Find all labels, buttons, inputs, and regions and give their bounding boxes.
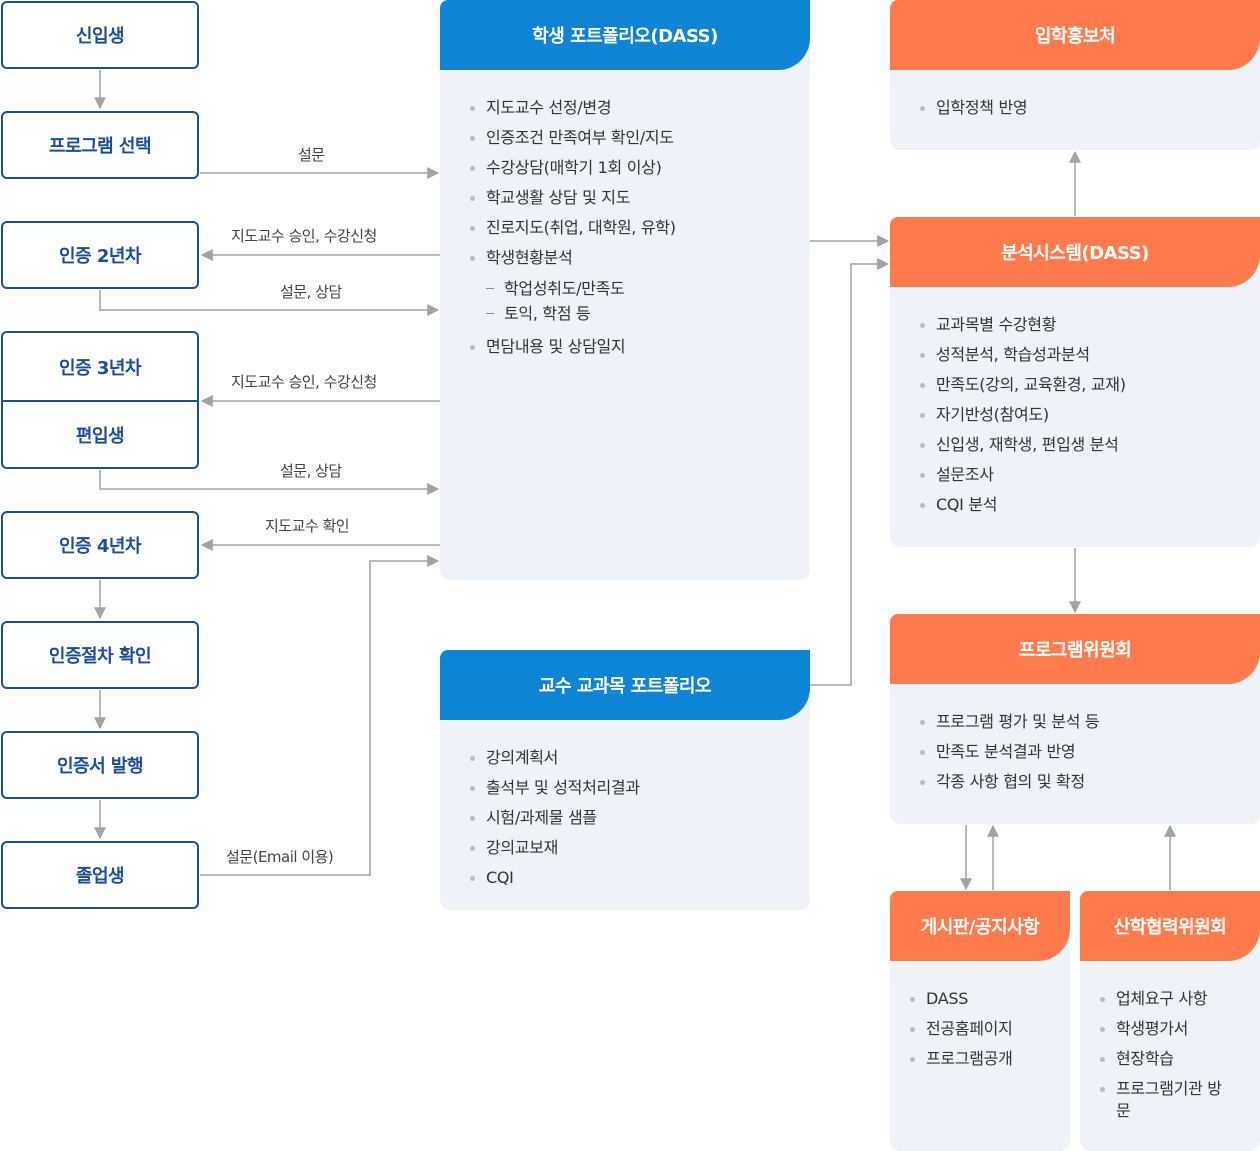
edge-label-approve-1: 지도교수 승인, 수강신청 [231,227,377,245]
committee-title: 프로그램위원회 [890,614,1260,684]
analysis-panel: 분석시스템(DASS) 교과목별 수강현황 성적분석, 학습성과분석 만족도(강… [890,217,1260,547]
procedure-check-label: 인증절차 확인 [48,646,152,667]
list-item: 시험/과제물 샘플 [470,803,796,833]
edge-label-survey-counsel-2: 설문, 상담 [280,462,342,480]
student-portfolio-panel: 학생 포트폴리오(DASS) 지도교수 선정/변경 인증조건 만족여부 확인/지… [440,0,810,580]
list-item: 만족도(강의, 교육환경, 교재) [920,370,1246,400]
cert-issue-box: 인증서 발행 [1,731,199,799]
list-item: 프로그램기관 방문 [1100,1074,1230,1126]
analysis-title: 분석시스템(DASS) [890,217,1260,287]
list-item: 성적분석, 학습성과분석 [920,340,1246,370]
list-item: 전공홈페이지 [910,1014,1056,1044]
list-item: 학생평가서 [1100,1014,1230,1044]
program-select-box: 프로그램 선택 [1,111,199,179]
list-item: 신입생, 재학생, 편입생 분석 [920,430,1246,460]
list-item: 설문조사 [920,460,1246,490]
list-item: 강의계획서 [470,743,796,773]
graduate-label: 졸업생 [75,866,125,887]
year3-label: 인증 3년차 [58,357,142,379]
list-item: 출석부 및 성적처리결과 [470,773,796,803]
admissions-panel: 입학홍보처 입학정책 반영 [890,0,1260,150]
student-portfolio-list: 지도교수 선정/변경 인증조건 만족여부 확인/지도 수강상담(매학기 1회 이… [470,93,796,362]
list-item: 수강상담(매학기 1회 이상) [470,153,796,183]
list-item: DASS [910,984,1056,1014]
arrow-faculty-to-analysis [810,258,890,686]
board-panel: 게시판/공지사항 DASS 전공홈페이지 프로그램공개 [890,891,1070,1151]
freshman-label: 신입생 [75,26,125,47]
faculty-portfolio-list: 강의계획서 출석부 및 성적처리결과 시험/과제물 샘플 강의교보재 CQI [470,743,796,893]
cert-issue-label: 인증서 발행 [56,756,144,777]
industry-list: 업체요구 사항 학생평가서 현장학습 프로그램기관 방문 [1100,984,1230,1126]
edge-label-approve-2: 지도교수 승인, 수강신청 [231,373,377,391]
list-item: 강의교보재 [470,833,796,863]
transfer-label: 편입생 [3,400,197,467]
list-item: 업체요구 사항 [1100,984,1230,1014]
year4-label: 인증 4년차 [58,536,142,557]
edge-label-survey: 설문 [298,146,325,164]
sub-list-item: 토익, 학점 등 [470,301,796,326]
admissions-list: 입학정책 반영 [920,93,1246,123]
board-list: DASS 전공홈페이지 프로그램공개 [910,984,1056,1074]
graduate-box: 졸업생 [1,841,199,909]
procedure-check-box: 인증절차 확인 [1,621,199,689]
list-item: 학생현황분석 [470,243,796,273]
year4-box: 인증 4년차 [1,511,199,579]
committee-list: 프로그램 평가 및 분석 등 만족도 분석결과 반영 각종 사항 협의 및 확정 [920,707,1246,797]
list-item: 진로지도(취업, 대학원, 유학) [470,213,796,243]
year3-transfer-box: 인증 3년차 편입생 [1,331,199,469]
list-item: 자기반성(참여도) [920,400,1246,430]
edge-label-advisor-confirm: 지도교수 확인 [265,517,350,535]
analysis-list: 교과목별 수강현황 성적분석, 학습성과분석 만족도(강의, 교육환경, 교재)… [920,310,1246,520]
year2-label: 인증 2년차 [58,246,142,267]
list-item: 입학정책 반영 [920,93,1246,123]
list-item: 인증조건 만족여부 확인/지도 [470,123,796,153]
program-select-label: 프로그램 선택 [48,136,152,157]
board-title: 게시판/공지사항 [890,891,1070,961]
edge-label-survey-counsel-1: 설문, 상담 [280,283,342,301]
list-item: CQI 분석 [920,490,1246,520]
list-item: 각종 사항 협의 및 확정 [920,767,1246,797]
student-portfolio-title: 학생 포트폴리오(DASS) [440,0,810,70]
list-item: 교과목별 수강현황 [920,310,1246,340]
arrow-survey-counsel-2 [99,470,440,495]
admissions-title: 입학홍보처 [890,0,1260,70]
faculty-portfolio-panel: 교수 교과목 포트폴리오 강의계획서 출석부 및 성적처리결과 시험/과제물 샘… [440,650,810,910]
list-item: 현장학습 [1100,1044,1230,1074]
list-item: 지도교수 선정/변경 [470,93,796,123]
list-item: 면담내용 및 상담일지 [470,332,796,362]
list-item: 프로그램공개 [910,1044,1056,1074]
edge-label-survey-email: 설문(Email 이용) [226,848,334,866]
arrow-survey-counsel-1 [99,290,440,316]
committee-panel: 프로그램위원회 프로그램 평가 및 분석 등 만족도 분석결과 반영 각종 사항… [890,614,1260,824]
list-item: 프로그램 평가 및 분석 등 [920,707,1246,737]
industry-title: 산학협력위원회 [1080,891,1260,961]
industry-panel: 산학협력위원회 업체요구 사항 학생평가서 현장학습 프로그램기관 방문 [1080,891,1260,1151]
freshman-box: 신입생 [1,1,199,69]
list-item: 만족도 분석결과 반영 [920,737,1246,767]
arrow-survey-email [200,555,440,876]
sub-list-item: 학업성취도/만족도 [470,276,796,301]
year2-box: 인증 2년차 [1,221,199,289]
list-item: CQI [470,863,796,893]
list-item: 학교생활 상담 및 지도 [470,183,796,213]
faculty-portfolio-title: 교수 교과목 포트폴리오 [440,650,810,720]
